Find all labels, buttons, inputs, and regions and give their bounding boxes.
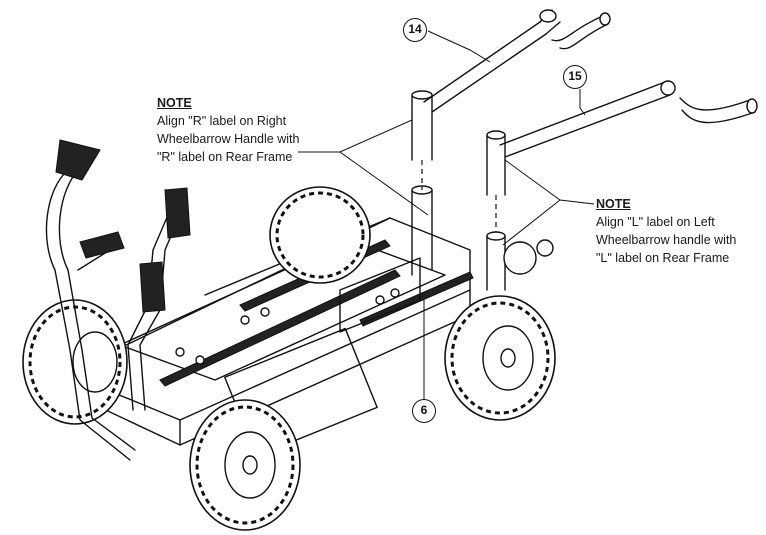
wheel-rear-left bbox=[22, 299, 128, 425]
handle-part-15 bbox=[486, 80, 758, 196]
note-heading: NOTE bbox=[596, 197, 631, 211]
leader-note-right bbox=[298, 119, 429, 216]
note-line: Wheelbarrow handle with bbox=[596, 233, 737, 247]
note-right-handle: NOTE Align "R" label on Right Wheelbarro… bbox=[157, 94, 299, 166]
rear-handles bbox=[45, 139, 191, 461]
wheel-front-right bbox=[444, 295, 556, 421]
callout-15: 15 bbox=[563, 65, 587, 89]
note-line: "R" label on Rear Frame bbox=[157, 150, 293, 164]
note-line: Wheelbarrow Handle with bbox=[157, 132, 300, 146]
note-line: Align "L" label on Left bbox=[596, 215, 715, 229]
leader-14 bbox=[427, 30, 491, 63]
handle-part-14 bbox=[411, 9, 611, 161]
leader-note-left bbox=[502, 159, 595, 246]
wheel-front-left bbox=[189, 399, 301, 531]
note-left-handle: NOTE Align "L" label on Left Wheelbarrow… bbox=[596, 195, 736, 267]
note-line: "L" label on Rear Frame bbox=[596, 251, 730, 265]
note-heading: NOTE bbox=[157, 96, 192, 110]
frame-posts bbox=[411, 185, 554, 291]
note-line: Align "R" label on Right bbox=[157, 114, 287, 128]
leader-15 bbox=[579, 89, 586, 116]
callout-6: 6 bbox=[412, 399, 436, 423]
wheel-rear-right bbox=[269, 186, 371, 284]
callout-14: 14 bbox=[403, 18, 427, 42]
